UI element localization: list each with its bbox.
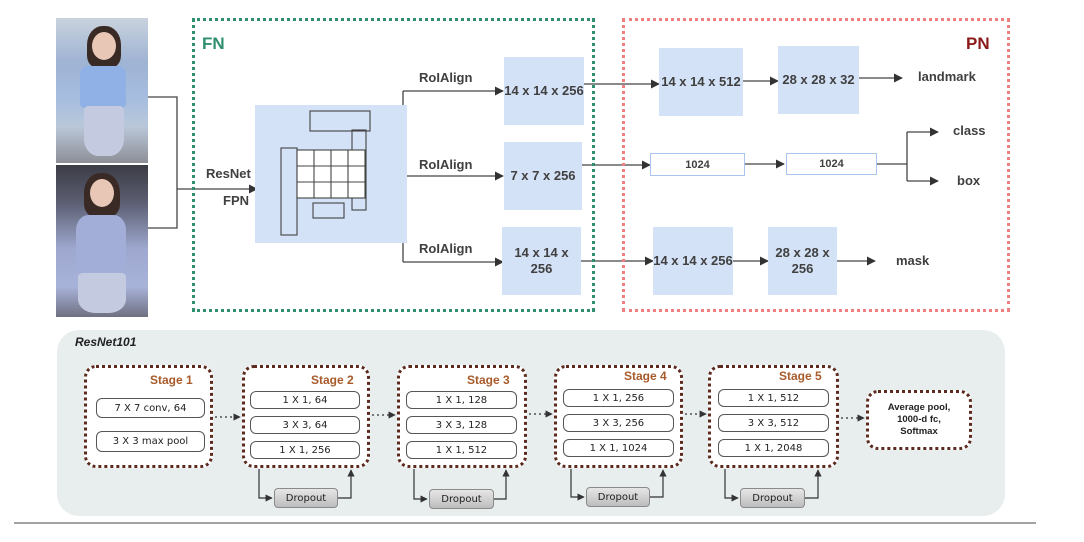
landmark-box-1: 14 x 14 x 512 — [659, 48, 743, 116]
stage-2-title: Stage 2 — [311, 373, 354, 387]
resnet-title: ResNet101 — [75, 335, 137, 349]
stage-1-layer-1: 7 X 7 conv, 64 — [96, 398, 205, 418]
landmark-box-2: 28 x 28 x 32 — [778, 46, 859, 114]
input-photo-2 — [56, 165, 148, 317]
stage-1-layer-2: 3 X 3 max pool — [96, 431, 205, 452]
final-line-2: 1000-d fc, — [897, 414, 941, 425]
stage-5-layer-3: 1 X 1, 2048 — [718, 439, 829, 457]
landmark-output: landmark — [918, 69, 976, 84]
stage-1-title: Stage 1 — [150, 373, 193, 387]
resnet-label: ResNet — [206, 166, 251, 181]
fn-box-top: 14 x 14 x 256 — [504, 57, 584, 125]
class-output: class — [953, 123, 986, 138]
pn-region — [622, 18, 1010, 312]
stage-2-layer-2: 3 X 3, 64 — [250, 416, 360, 434]
final-block: Average pool, 1000-d fc, Softmax — [866, 390, 972, 450]
fn-title: FN — [202, 34, 225, 53]
stage-3-dropout: Dropout — [429, 489, 494, 509]
stage-5-dropout: Dropout — [740, 488, 805, 508]
stage-2-layer-1: 1 X 1, 64 — [250, 391, 360, 409]
stage-4-dropout: Dropout — [586, 487, 650, 507]
stage-3-layer-2: 3 X 3, 128 — [406, 416, 517, 434]
roialign-label-3: RoIAlign — [419, 241, 473, 256]
resnet-panel — [57, 330, 1005, 516]
fpn-label: FPN — [223, 193, 249, 208]
box-output: box — [957, 173, 981, 188]
stage-3-layer-1: 1 X 1, 128 — [406, 391, 517, 409]
mask-box-1: 14 x 14 x 256 — [653, 227, 733, 295]
stage-2-dropout: Dropout — [274, 488, 338, 508]
roialign-label-1: RoIAlign — [419, 70, 473, 85]
fn-box-mid: 7 x 7 x 256 — [504, 142, 582, 210]
fc-box-2: 1024 — [786, 153, 877, 175]
pn-title: PN — [966, 34, 990, 53]
stage-5-title: Stage 5 — [779, 369, 822, 383]
stage-5-layer-2: 3 X 3, 512 — [718, 414, 829, 432]
input-photo-1 — [56, 18, 148, 163]
stage-5-layer-1: 1 X 1, 512 — [718, 389, 829, 407]
stage-2-layer-3: 1 X 1, 256 — [250, 441, 360, 459]
stage-4-layer-3: 1 X 1, 1024 — [563, 439, 674, 457]
final-line-1: Average pool, — [887, 402, 951, 413]
roialign-label-2: RoIAlign — [419, 157, 473, 172]
final-line-3: Softmax — [900, 426, 938, 437]
stage-3-layer-3: 1 X 1, 512 — [406, 441, 517, 459]
stage-4-layer-1: 1 X 1, 256 — [563, 389, 674, 407]
stage-3-title: Stage 3 — [467, 373, 510, 387]
stage-4-title: Stage 4 — [624, 369, 667, 383]
fn-box-bot: 14 x 14 x 256 — [502, 227, 581, 295]
mask-box-2: 28 x 28 x 256 — [768, 227, 837, 295]
fn-region — [192, 18, 595, 312]
mask-output: mask — [896, 253, 930, 268]
fc-box-1: 1024 — [650, 153, 745, 176]
stage-4-layer-2: 3 X 3, 256 — [563, 414, 674, 432]
